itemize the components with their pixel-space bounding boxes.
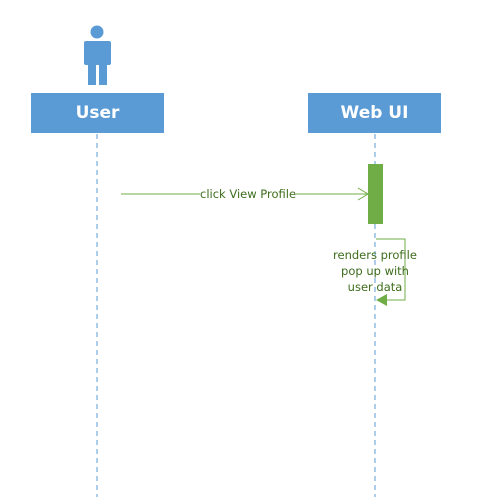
participant-user: User <box>31 93 164 133</box>
activation-bar <box>368 164 383 224</box>
participant-webui-label: Web UI <box>340 103 409 123</box>
person-icon <box>84 25 111 85</box>
self-message-label: renders profile pop up with user data <box>327 247 423 295</box>
self-message-line-2: pop up with <box>341 264 409 278</box>
self-message-line-1: renders profile <box>333 248 417 262</box>
participant-user-label: User <box>75 103 120 123</box>
open-arrowhead-icon <box>357 187 369 201</box>
message-label: click View Profile <box>200 187 297 201</box>
filled-arrowhead-icon <box>376 294 387 306</box>
participant-webui: Web UI <box>308 93 441 133</box>
self-message-line-3: user data <box>347 280 403 294</box>
self-message-arrow-line <box>376 238 406 301</box>
